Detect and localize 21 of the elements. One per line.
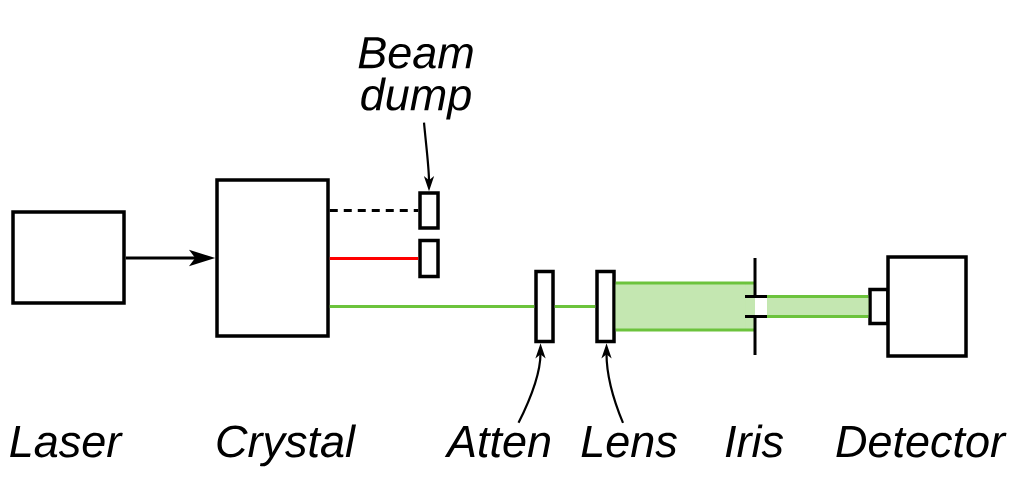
iris-aperture	[743, 256, 769, 357]
plate	[418, 191, 440, 230]
plate	[534, 269, 555, 344]
beam-band	[767, 295, 869, 318]
beam-band	[615, 281, 745, 332]
beam-line	[554, 305, 596, 308]
component-label: Lens	[581, 426, 677, 458]
beam-line	[329, 305, 535, 308]
component-label: Crystal	[217, 424, 356, 467]
component-box	[215, 178, 330, 338]
plate	[418, 238, 440, 279]
component-label: Detector	[836, 426, 1007, 458]
plate	[595, 269, 616, 344]
component-box	[11, 210, 126, 305]
component-box	[886, 255, 968, 358]
component-label: Beam dump	[358, 37, 473, 120]
dashed-line	[329, 209, 419, 212]
component-label: Laser	[10, 426, 123, 458]
beam-line	[329, 257, 419, 260]
component-label: Iris	[725, 424, 784, 458]
component-label: Atten	[444, 426, 550, 458]
